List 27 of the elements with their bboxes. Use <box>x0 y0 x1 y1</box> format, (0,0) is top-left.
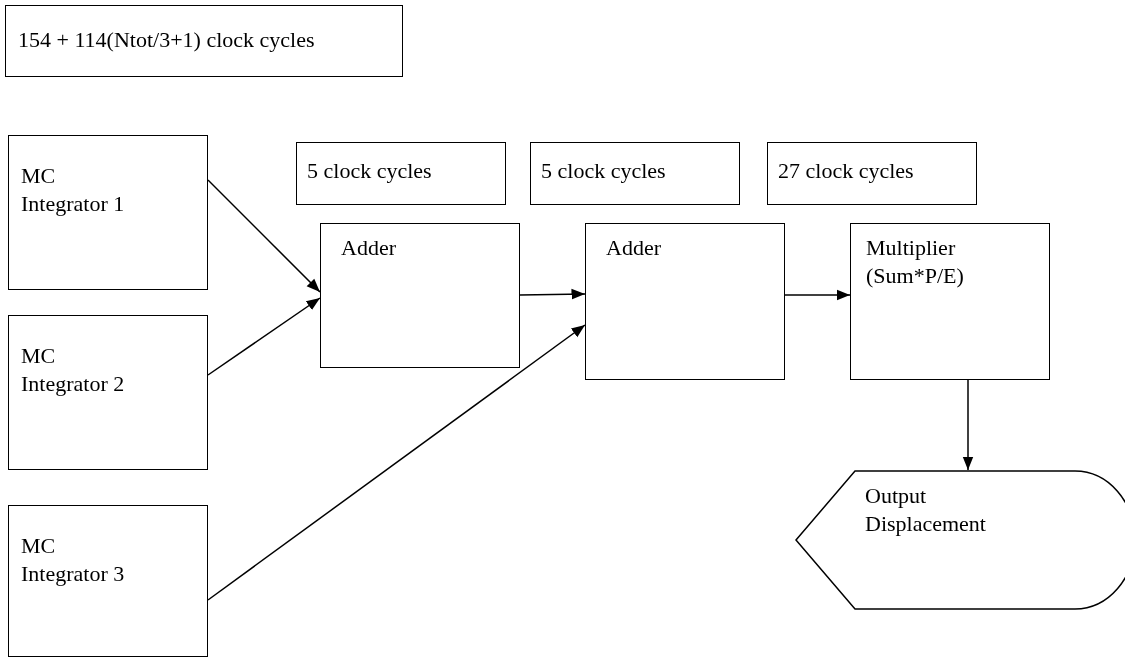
process-box <box>585 223 785 380</box>
node-label: Adder <box>606 234 662 262</box>
arrow <box>962 379 974 471</box>
process-box <box>296 142 506 205</box>
process-box <box>8 505 208 657</box>
node-label: 27 clock cycles <box>778 157 915 185</box>
process-box <box>767 142 977 205</box>
node-label: Multiplier (Sum*P/E) <box>866 234 965 289</box>
node-label: MC Integrator 2 <box>21 342 126 397</box>
node-label: Output Displacement <box>865 482 987 537</box>
arrow <box>207 179 321 293</box>
arrow <box>784 289 851 301</box>
process-box <box>850 223 1050 380</box>
process-box <box>530 142 740 205</box>
node-label: 5 clock cycles <box>541 157 667 185</box>
arrow <box>207 324 586 601</box>
node-label: Adder <box>341 234 397 262</box>
node-label: MC Integrator 3 <box>21 532 126 587</box>
process-box <box>5 5 403 77</box>
process-box <box>8 315 208 470</box>
arrow <box>207 297 321 376</box>
process-box <box>320 223 520 368</box>
node-label: 154 + 114(Ntot/3+1) clock cycles <box>18 26 316 54</box>
arrow <box>519 288 586 300</box>
node-label: 5 clock cycles <box>307 157 433 185</box>
process-box <box>8 135 208 290</box>
node-label: MC Integrator 1 <box>21 162 126 217</box>
